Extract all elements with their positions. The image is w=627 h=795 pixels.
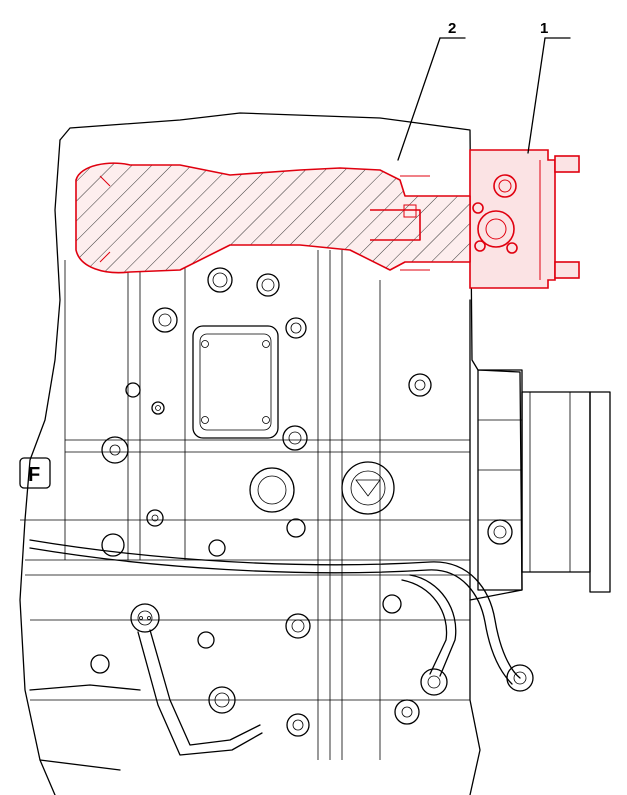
bolt-heads	[90, 267, 534, 737]
part-1-housing	[469, 149, 580, 289]
callout-2-label: 2	[448, 20, 456, 37]
callout-2: 2	[397, 20, 466, 161]
part-2-shaft	[75, 162, 471, 274]
cover-plate	[192, 325, 279, 439]
stamp-logo: F	[19, 457, 51, 489]
engine-block-outline	[19, 112, 523, 795]
pipes	[29, 539, 521, 756]
right-housing	[469, 299, 611, 601]
callout-1-label: 1	[540, 20, 548, 37]
stamp-letter: F	[28, 464, 40, 486]
callout-1: 1	[527, 20, 571, 154]
